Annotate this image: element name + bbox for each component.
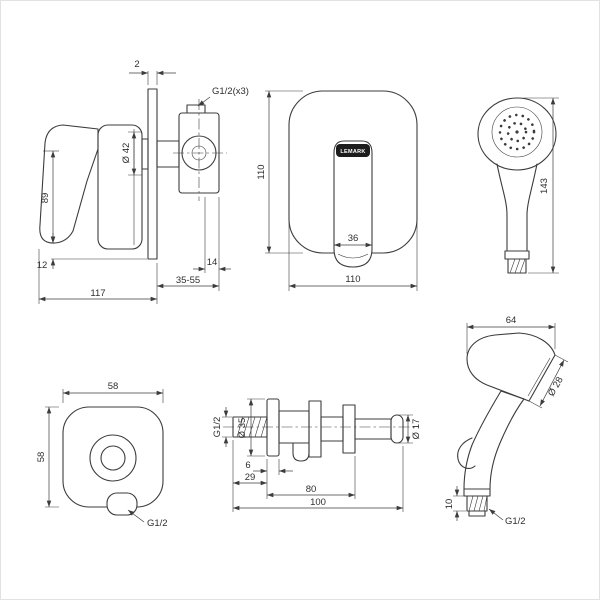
front-handle-detail-line [337, 253, 369, 259]
dim-cap-diameter: Ø 42 [121, 143, 132, 164]
sprayer-front-geometry [477, 97, 557, 274]
holder-disc-left [308, 400, 322, 458]
wall-plate-view: 58 58 G1/2 [36, 381, 168, 529]
wall-plate-outer-circle [89, 434, 137, 482]
holder-waist [320, 416, 344, 442]
dim-base-offset: 12 [37, 260, 48, 271]
mixer-side-geometry [39, 88, 227, 260]
sprayer-thread [507, 258, 527, 274]
mixer-side-dimensions: 2 G1/2(x3) Ø 42 89 12 117 35-55 [37, 59, 249, 304]
nozzle-center-dot [515, 130, 519, 134]
dim-total-depth: 117 [90, 288, 105, 299]
dim-plate-height-58: 58 [36, 452, 47, 463]
bracket-dimensions: G1/2 Ø 35 Ø 17 6 29 80 100 [212, 398, 422, 512]
spray-face-rim [491, 106, 543, 158]
dim-plate-thickness: 2 [134, 59, 139, 70]
dim-plate-height: 110 [256, 164, 267, 179]
label-thread-note: G1/2(x3) [212, 86, 249, 97]
dim-valve-depth: 14 [207, 257, 218, 268]
mixer-front-dimensions: 110 36 110 [256, 90, 418, 291]
sprayer-side-geometry [457, 332, 556, 517]
dim-head-length: 64 [506, 315, 517, 326]
sprayer-front-dimensions: 143 [523, 97, 559, 274]
sprayer-head [477, 97, 557, 171]
sprayer-neck-right [526, 163, 538, 252]
bracket-side-view: G1/2 Ø 35 Ø 17 6 29 80 100 [212, 398, 422, 512]
mixer-side-view: 2 G1/2(x3) Ø 42 89 12 117 35-55 [37, 59, 249, 304]
lever-handle [39, 124, 99, 244]
sprayer-neck-left [496, 163, 508, 252]
mixer-front-view: LEMARK 110 36 110 [256, 90, 418, 291]
front-handle [333, 140, 373, 268]
wall-plate-outline [62, 406, 164, 508]
dim-lever-height: 89 [40, 193, 51, 204]
nozzle-ring-inner [506, 121, 528, 143]
sprayer-side-handle [463, 390, 525, 490]
label-outlet-thread: G1/2 [505, 516, 526, 527]
thread-hatch [509, 258, 526, 274]
lemark-logo-badge [336, 144, 370, 157]
label-plate-thread: G1/2 [147, 518, 168, 529]
sprayer-side-dimensions: 64 Ø 28 10 G1/2 [444, 315, 569, 527]
wall-plate-dimensions: 58 58 G1/2 [36, 381, 168, 529]
sprayer-hook [457, 437, 476, 469]
dim-inlet-thread: G1/2 [212, 417, 223, 438]
sprayer-side-tip [468, 510, 486, 517]
holder-pin-cap [390, 414, 404, 444]
valve-top-port [186, 104, 206, 114]
mixer-body [97, 124, 143, 250]
dim-plate-width-58: 58 [108, 381, 119, 392]
dim-total-length: 100 [310, 497, 326, 508]
holder-pin [354, 418, 392, 440]
sprayer-side-thread-hatch [468, 495, 488, 512]
dim-flange-thickness: 6 [245, 460, 250, 471]
dim-head-diameter: Ø 28 [546, 375, 566, 398]
sprayer-front-view: 143 [477, 97, 559, 274]
wall-flange [266, 398, 280, 457]
dim-thread-length: 10 [444, 499, 455, 510]
sprayer-collar [504, 250, 530, 260]
sprayer-side-thread [466, 495, 488, 512]
wall-plate-inner-circle [100, 445, 126, 471]
bracket-geometry [223, 398, 419, 462]
dim-plate-width: 110 [345, 274, 360, 285]
nozzle-ring-outer [498, 113, 536, 151]
dim-sprayer-height: 143 [539, 178, 550, 194]
dim-inlet-length: 29 [245, 472, 256, 483]
handle-hub [141, 138, 149, 170]
hanging-hook [292, 442, 310, 462]
lemark-logo-text: LEMARK [340, 149, 365, 155]
dim-pin-diameter: Ø 17 [411, 419, 422, 440]
wall-plate-geometry [62, 406, 164, 516]
sprayer-side-head [466, 332, 556, 402]
mixer-front-geometry: LEMARK [288, 90, 418, 268]
dim-install-depth-range: 35-55 [176, 275, 200, 286]
dim-handle-width: 36 [348, 233, 359, 244]
holder-disc-right [342, 404, 356, 454]
escutcheon-edge [147, 88, 158, 260]
dim-flange-diameter: Ø 35 [237, 418, 248, 439]
sprayer-side-collar [463, 488, 491, 497]
dim-body-length: 80 [306, 484, 317, 495]
valve-stem [156, 140, 180, 168]
wall-plate-outlet-tab [106, 492, 138, 516]
sprayer-side-view: 64 Ø 28 10 G1/2 [444, 315, 569, 527]
